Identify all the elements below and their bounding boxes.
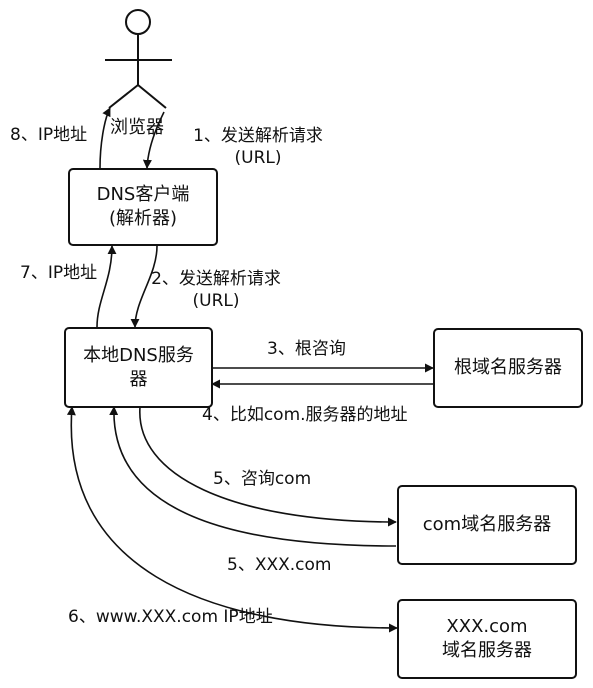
dns-client-title: DNS客户端 — [96, 184, 190, 205]
com-server-box: com域名服务器 — [397, 485, 577, 565]
step1-line1: 1、发送解析请求 — [193, 126, 323, 146]
step1-line2: (URL) — [234, 148, 282, 168]
xxx-server-box: XXX.com 域名服务器 — [397, 599, 577, 679]
root-server-title: 根域名服务器 — [454, 357, 562, 378]
arrow-step6 — [66, 406, 398, 633]
step2-label: 2、发送解析请求 (URL) — [136, 268, 296, 312]
user-figure-icon — [105, 9, 172, 109]
step3-label: 3、根咨询 — [267, 339, 346, 359]
step2-line1: 2、发送解析请求 — [151, 269, 281, 289]
local-dns-title: 本地DNS服务 — [83, 344, 194, 366]
step8-label: 8、IP地址 — [10, 125, 88, 145]
step5a-label: 5、咨询com — [213, 469, 312, 489]
step2-line2: (URL) — [192, 291, 240, 311]
step4-label: 4、比如com.服务器的地址 — [202, 405, 408, 425]
root-server-box: 根域名服务器 — [433, 328, 583, 408]
xxx-server-title: XXX.com — [446, 616, 528, 637]
dns-client-box: DNS客户端 (解析器) — [68, 168, 218, 246]
browser-label: 浏览器 — [110, 117, 164, 138]
step5b-label: 5、XXX.com — [227, 555, 332, 575]
local-dns-title-cont: 器 — [129, 368, 148, 390]
xxx-server-subtitle: 域名服务器 — [442, 640, 532, 661]
com-server-title: com域名服务器 — [422, 514, 552, 535]
arrow-step2 — [130, 245, 158, 328]
dns-client-subtitle: (解析器) — [108, 208, 178, 229]
arrow-step1 — [142, 111, 165, 169]
local-dns-box: 本地DNS服务 器 — [64, 327, 213, 408]
step7-label: 7、IP地址 — [20, 263, 98, 283]
step1-label: 1、发送解析请求 (URL) — [178, 125, 338, 169]
arrow-step7 — [96, 245, 117, 328]
step6-label: 6、www.XXX.com IP地址 — [68, 607, 273, 627]
arrow-step8 — [99, 107, 111, 169]
